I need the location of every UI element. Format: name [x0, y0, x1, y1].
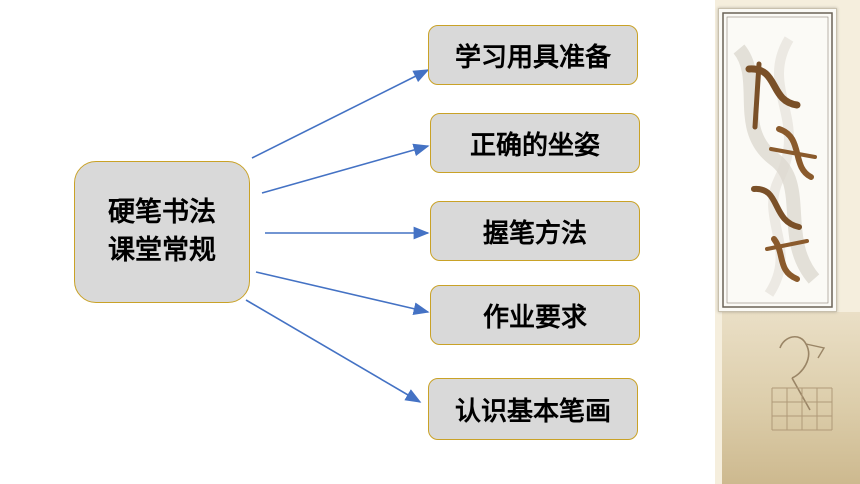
arrow-to-leaf-2 [261, 143, 430, 194]
parchment-background [722, 312, 860, 484]
arrow-to-leaf-5 [245, 299, 422, 403]
leaf-node-homework: 作业要求 [430, 285, 640, 345]
leaf-label: 作业要求 [482, 302, 587, 333]
center-node-line1: 硬笔书法 [108, 197, 216, 228]
center-node: 硬笔书法 课堂常规 [74, 161, 250, 303]
hand-writing-icon [771, 336, 833, 431]
arrow-to-leaf-1 [251, 69, 430, 159]
leaf-node-basic-strokes: 认识基本笔画 [428, 378, 638, 440]
calligraphy-art [722, 12, 833, 308]
leaf-label: 正确的坐姿 [469, 130, 600, 161]
center-node-line2: 课堂常规 [108, 235, 216, 266]
calligraphy-scroll-image [718, 8, 837, 312]
leaf-node-supplies: 学习用具准备 [428, 25, 638, 85]
leaf-label: 认识基本笔画 [454, 396, 611, 427]
leaf-label: 握笔方法 [482, 218, 587, 249]
leaf-node-posture: 正确的坐姿 [430, 113, 640, 173]
leaf-node-pen-grip: 握笔方法 [430, 201, 640, 261]
leaf-label: 学习用具准备 [454, 42, 611, 73]
arrow-to-leaf-4 [255, 271, 430, 315]
